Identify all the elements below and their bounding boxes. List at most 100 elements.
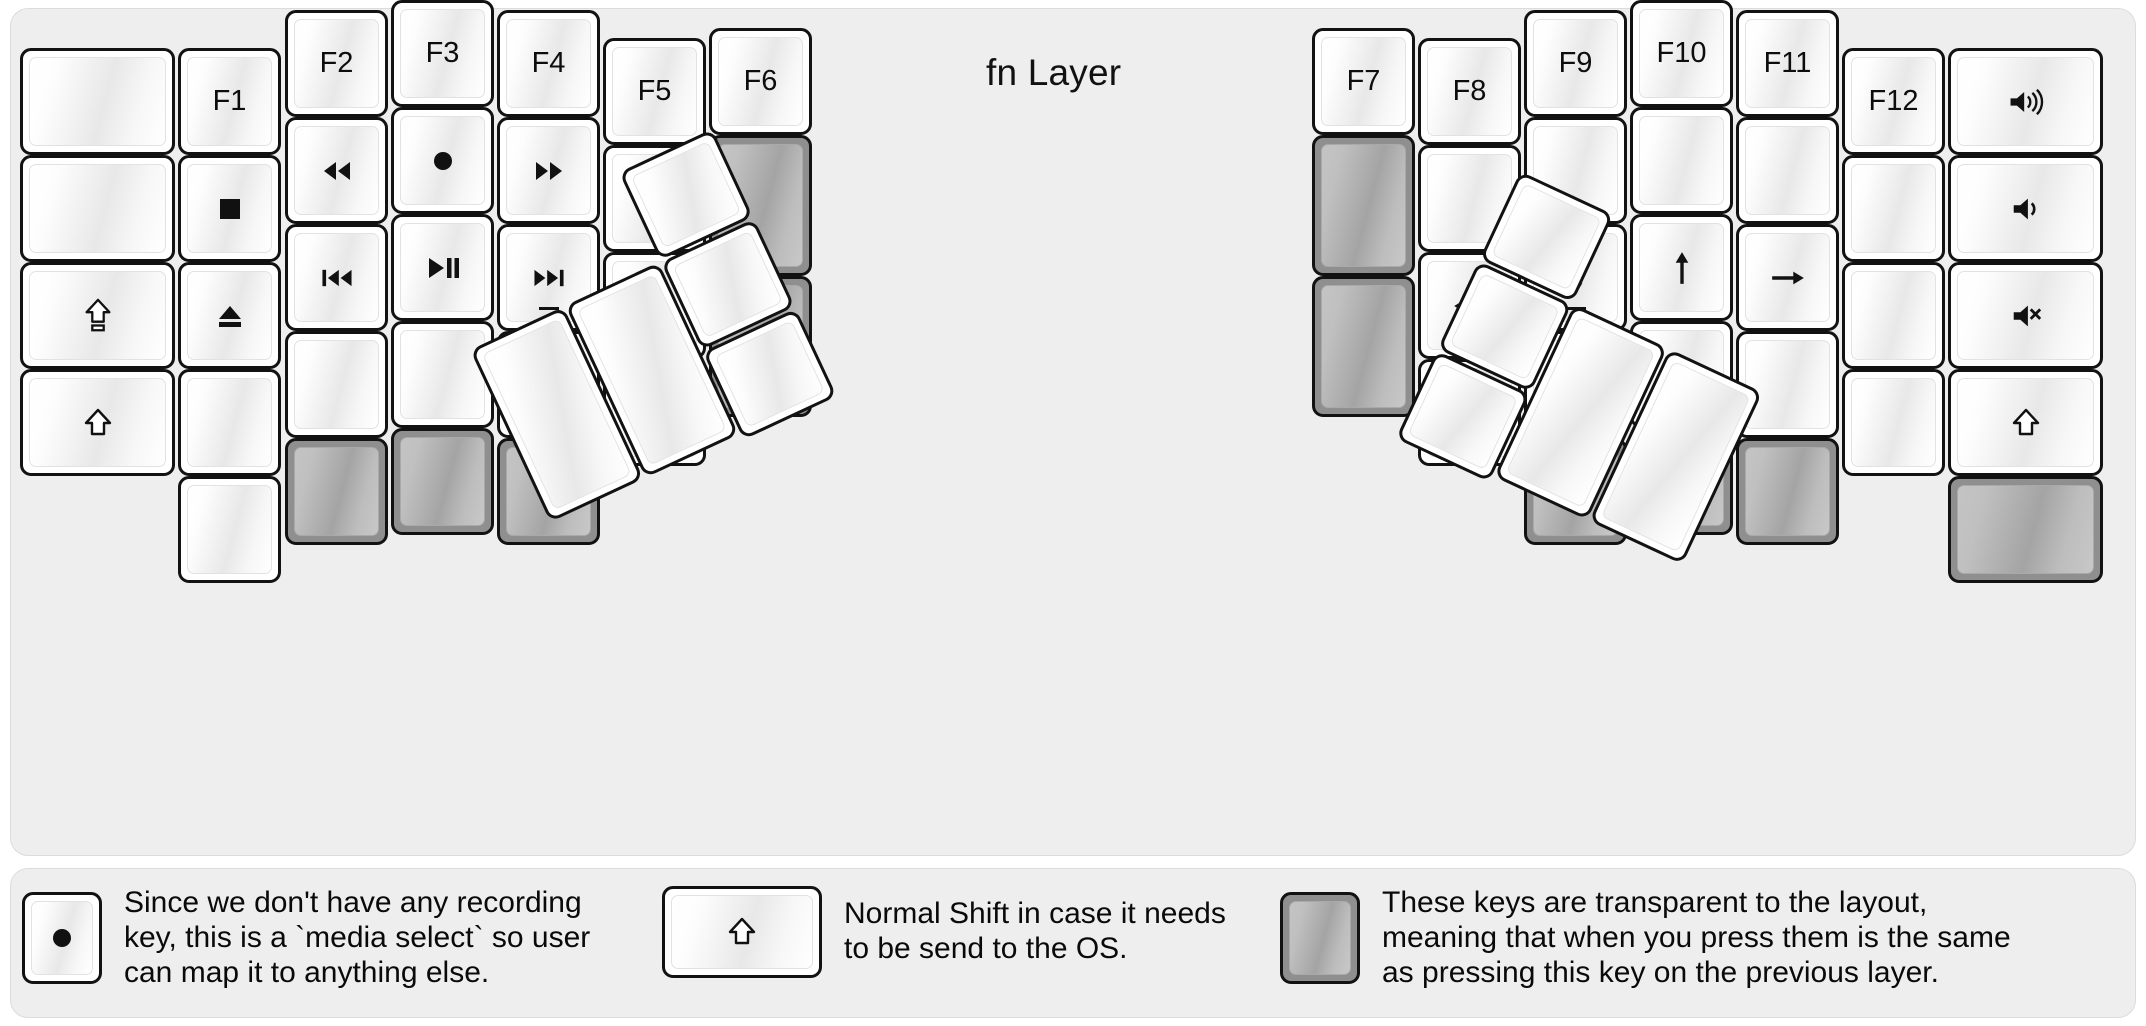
key-media-play-pause-l-3-2[interactable] [391,214,494,321]
keycap-face [400,116,485,205]
keycap-face: F6 [718,37,803,126]
keycap-face [1957,57,2094,146]
keycap-face [294,447,379,536]
key-f9-r-2-0[interactable]: F9 [1524,10,1627,117]
key-media-eject-l-1-2[interactable] [178,262,281,369]
media-stop-icon [214,193,246,225]
key-media-stop-l-1-1[interactable] [178,155,281,262]
key-f3-l-3-0[interactable]: F3 [391,0,494,107]
media-next-track-icon [529,258,569,298]
legend-description-2: Normal Shift in case it needs to be send… [844,897,1226,965]
key-label: F4 [531,47,566,79]
key-blank-l-0-1[interactable] [20,155,175,262]
legend-item-2: Normal Shift in case it needs to be send… [662,886,1226,978]
keycap-face [506,126,591,215]
legend-key-2 [662,886,822,978]
key-blank-l-2-3[interactable] [285,331,388,438]
key-media-fast-forward-l-4-1[interactable] [497,117,600,224]
key-blank-l-0-0[interactable] [20,48,175,155]
key-volume-mute-r-6-2[interactable] [1948,262,2103,369]
keycap-face [400,223,485,312]
key-f6-l-6-0[interactable]: F6 [709,28,812,135]
key-blank-r-5-2[interactable] [1842,262,1945,369]
key-blank-r-5-3[interactable] [1842,369,1945,476]
key-transparent-r-6-4[interactable] [1948,476,2103,583]
keycap-face: F8 [1427,47,1512,136]
key-f4-l-4-0[interactable]: F4 [497,10,600,117]
keycap-face [294,233,379,322]
arrow-right-icon [1769,259,1807,297]
key-f8-r-1-0[interactable]: F8 [1418,38,1521,145]
media-eject-icon [214,300,246,332]
keycap-face [1957,378,2094,467]
keycap-face [1639,223,1724,312]
key-blank-l-1-3[interactable] [178,369,281,476]
key-media-rewind-l-2-1[interactable] [285,117,388,224]
key-blank-l-3-3[interactable] [391,321,494,428]
legend-keycap-face [671,895,813,969]
key-media-prev-track-l-2-2[interactable] [285,224,388,331]
media-record-icon [427,145,459,177]
caps-lock-icon [79,297,117,335]
key-transparent-r-0-2[interactable] [1312,276,1415,417]
key-blank-r-4-1[interactable] [1736,117,1839,224]
key-blank-r-5-1[interactable] [1842,155,1945,262]
key-blank-l-1-4[interactable] [178,476,281,583]
key-f12-r-5-0[interactable]: F12 [1842,48,1945,155]
key-f2-l-2-0[interactable]: F2 [285,10,388,117]
key-volume-up-r-6-0[interactable] [1948,48,2103,155]
key-f5-l-5-0[interactable]: F5 [603,38,706,145]
keycap-face: F9 [1533,19,1618,108]
keycap-face [1745,447,1830,536]
keycap-face [29,271,166,360]
arrow-up-icon [1663,249,1701,287]
key-media-record-l-3-1[interactable] [391,107,494,214]
key-label: F9 [1558,47,1593,79]
keycap-face [187,378,272,467]
keycap-face [29,378,166,467]
keycap-face: F12 [1851,57,1936,146]
keycap-face [1745,233,1830,322]
key-label: F5 [637,75,672,107]
key-f1-l-1-0[interactable]: F1 [178,48,281,155]
keycap-face: F10 [1639,9,1724,98]
legend-key-1 [22,892,102,985]
key-shift-r-6-3[interactable] [1948,369,2103,476]
key-f11-r-4-0[interactable]: F11 [1736,10,1839,117]
keycap-face [1745,340,1830,429]
legend-item-1: Since we don't have any recording key, t… [22,886,590,990]
key-caps-lock-l-0-2[interactable] [20,262,175,369]
key-f10-r-3-0[interactable]: F10 [1630,0,1733,107]
keycap-face [400,437,485,526]
legend-key-3 [1280,892,1360,985]
legend-description-3: These keys are transparent to the layout… [1382,886,2011,989]
key-transparent-r-0-1[interactable] [1312,135,1415,276]
key-volume-down-r-6-1[interactable] [1948,155,2103,262]
key-blank-r-4-3[interactable] [1736,331,1839,438]
keycap-face: F3 [400,9,485,98]
keycap-face [1957,485,2094,574]
keycap-face [29,57,166,146]
key-transparent-r-4-4[interactable] [1736,438,1839,545]
key-arrow-up-r-3-2[interactable] [1630,214,1733,321]
key-f7-r-0-0[interactable]: F7 [1312,28,1415,135]
key-shift-l-0-3[interactable] [20,369,175,476]
key-arrow-right-r-4-2[interactable] [1736,224,1839,331]
key-transparent-l-3-4[interactable] [391,428,494,535]
legend-keycap-face [1289,901,1351,976]
key-blank-r-3-1[interactable] [1630,107,1733,214]
keycap-face: F7 [1321,37,1406,126]
keycap-face: F11 [1745,19,1830,108]
media-prev-track-icon [317,258,357,298]
legend-description-1: Since we don't have any recording key, t… [124,886,591,989]
keycap-face [187,485,272,574]
keycap-face [187,164,272,253]
key-label: F3 [425,37,460,69]
media-play-pause-icon [423,248,463,288]
keycap-face [29,164,166,253]
key-transparent-l-2-4[interactable] [285,438,388,545]
key-label: F6 [743,65,778,97]
volume-down-icon [2009,192,2043,226]
keycap-face: F4 [506,19,591,108]
legend-item-3: These keys are transparent to the layout… [1280,886,2011,990]
